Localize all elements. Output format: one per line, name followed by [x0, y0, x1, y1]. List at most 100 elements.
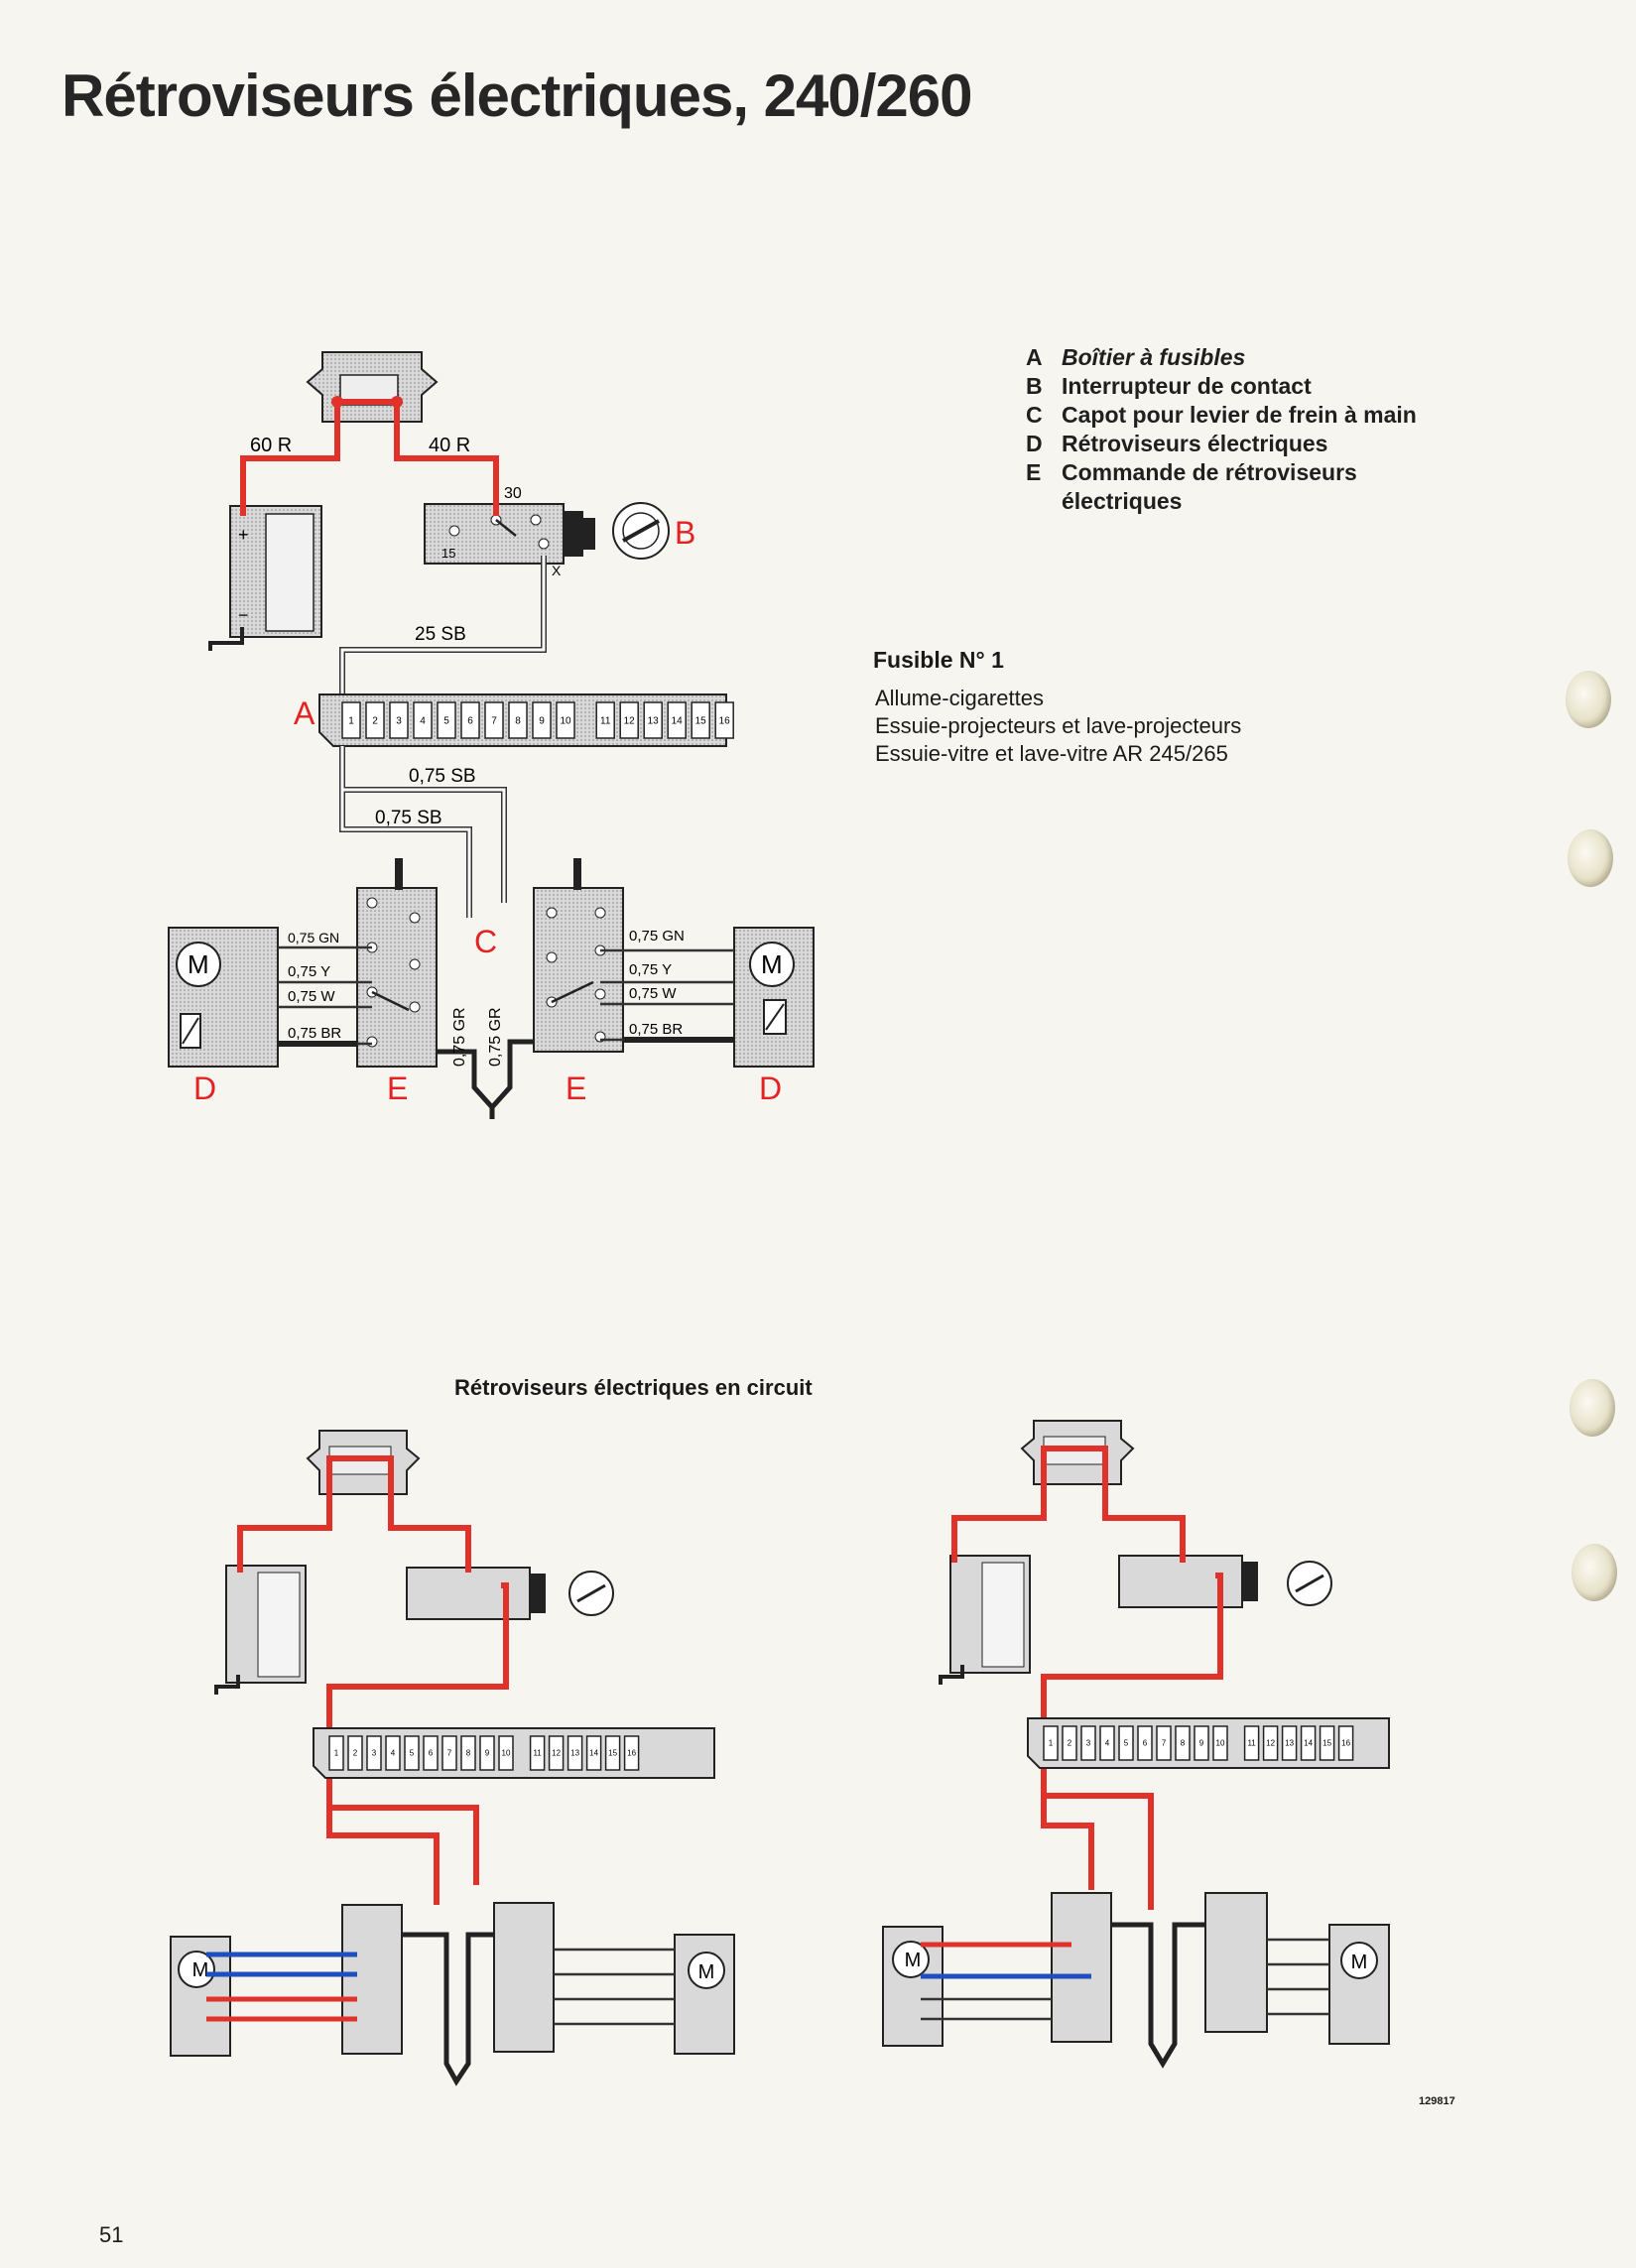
terminal-x-label: X: [552, 563, 562, 578]
fuse-cell: [1243, 1725, 1260, 1761]
fuse-cell: [437, 701, 456, 739]
fuse-number: 10: [1216, 1739, 1225, 1748]
fuse-number: 13: [570, 1749, 579, 1758]
in-circuit-title: Rétroviseurs électriques en circuit: [454, 1375, 813, 1400]
wire-label-gr-2: 0,75 GR: [487, 1007, 504, 1067]
fuse-number: 11: [1247, 1739, 1256, 1748]
fuse-number: 12: [624, 715, 636, 726]
legend-key: A: [1026, 344, 1043, 370]
fuse-cell: [1137, 1725, 1153, 1761]
drawing-code: 129817: [1419, 2095, 1455, 2107]
battery-plus-terminal: +: [238, 525, 249, 545]
fuse-number: 16: [627, 1749, 636, 1758]
fuse-number: 10: [502, 1749, 511, 1758]
mirror-right: [733, 927, 815, 1068]
fuse-cell: [585, 1735, 602, 1771]
fuse-number: 9: [485, 1749, 490, 1758]
wire-label-gn-right: 0,75 GN: [629, 928, 685, 945]
fuse-number: 4: [420, 715, 426, 726]
fuse-number: 4: [391, 1749, 396, 1758]
wire-label-br-left: 0,75 BR: [288, 1025, 341, 1042]
key-icon: [612, 502, 670, 560]
fuse-cell: [1319, 1725, 1335, 1761]
fuse-cell: [508, 701, 528, 739]
fuse-cell: [1300, 1725, 1317, 1761]
legend-text: Rétroviseurs électriques: [1062, 431, 1328, 456]
fuse-cell: [667, 701, 687, 739]
fuse-number: 9: [1199, 1739, 1204, 1748]
fuse-cell: [1194, 1725, 1209, 1761]
wire-label-40r: 40 R: [429, 435, 470, 456]
fuse-number: 14: [589, 1749, 598, 1758]
fuse-number: 11: [533, 1749, 542, 1758]
page-title: Rétroviseurs électriques, 240/260: [62, 63, 973, 129]
fuse-cell: [385, 1735, 401, 1771]
fuse-number: 15: [608, 1749, 617, 1758]
fuse-number: 3: [396, 715, 402, 726]
fuse-cell: [365, 701, 385, 739]
wire-label-br-right: 0,75 BR: [629, 1021, 683, 1038]
label-d-right: D: [759, 1071, 782, 1106]
live-wires: [240, 399, 499, 516]
fuse-cell: [1062, 1725, 1077, 1761]
fuse-cell: [1262, 1725, 1279, 1761]
fuse-cell: [1281, 1725, 1298, 1761]
fuse-cell: [1099, 1725, 1115, 1761]
wire-label-w-right: 0,75 W: [629, 985, 677, 1002]
fuse-cell: [366, 1735, 382, 1771]
legend-text: Interrupteur de contact: [1062, 373, 1312, 399]
fuse-cell: [1118, 1725, 1134, 1761]
motor-label-left: M: [188, 949, 209, 979]
fuse-cell: [328, 1735, 344, 1771]
legend-key: D: [1026, 431, 1043, 456]
fuse-cell: [714, 701, 734, 739]
wire-label-y-right: 0,75 Y: [629, 961, 672, 978]
motor-label: M: [192, 1959, 209, 1981]
fuse-cell: [532, 701, 552, 739]
fuse-cell: [413, 701, 433, 739]
legend-key: C: [1026, 402, 1043, 428]
fuse-number: 6: [467, 715, 473, 726]
junction-dot: [391, 396, 403, 408]
page-number: 51: [99, 2222, 124, 2247]
fuse-cell: [604, 1735, 621, 1771]
fuse-cell: [460, 701, 480, 739]
fuse-cell: [691, 701, 710, 739]
legend-key: E: [1026, 459, 1042, 485]
binder-hole: [1572, 1544, 1617, 1601]
fuse-number: 1: [348, 715, 354, 726]
wire-label-075sb-1: 0,75 SB: [409, 766, 476, 787]
fuse-number: 2: [1068, 1739, 1072, 1748]
mirror-left: [168, 927, 279, 1068]
mirror-switch-left: [356, 858, 438, 1068]
legend-key: B: [1026, 373, 1043, 399]
fuse-cell: [347, 1735, 363, 1771]
legend-text: Commande de rétroviseurs électriques: [1062, 459, 1357, 514]
fuse-cell: [595, 701, 615, 739]
binder-hole: [1570, 1379, 1615, 1437]
fuse-number: 11: [600, 715, 611, 726]
legend: A Boîtier à fusibles B Interrupteur de c…: [1026, 343, 1419, 516]
fuse-item: Allume-cigarettes: [875, 686, 1044, 710]
fuse-number: 16: [1341, 1739, 1350, 1748]
label-c: C: [474, 924, 497, 959]
legend-item-c: C Capot pour levier de frein à main: [1026, 401, 1419, 430]
fuse-number: 6: [1143, 1739, 1148, 1748]
fuse-cell: [643, 701, 663, 739]
wire-label-y-left: 0,75 Y: [288, 963, 330, 980]
wire-label-60r: 60 R: [250, 435, 292, 456]
binder-hole: [1566, 671, 1611, 728]
fuse-cell: [1156, 1725, 1172, 1761]
wire-label-w-left: 0,75 W: [288, 988, 335, 1005]
label-e-right: E: [566, 1071, 586, 1106]
fuse-number: 7: [1162, 1739, 1167, 1748]
terminal-30-label: 30: [504, 485, 522, 502]
wire-label-25sb: 25 SB: [415, 624, 466, 645]
fuse-heading: Fusible N° 1: [873, 647, 1004, 673]
fuse-cell: [498, 1735, 514, 1771]
legend-item-b: B Interrupteur de contact: [1026, 372, 1419, 401]
